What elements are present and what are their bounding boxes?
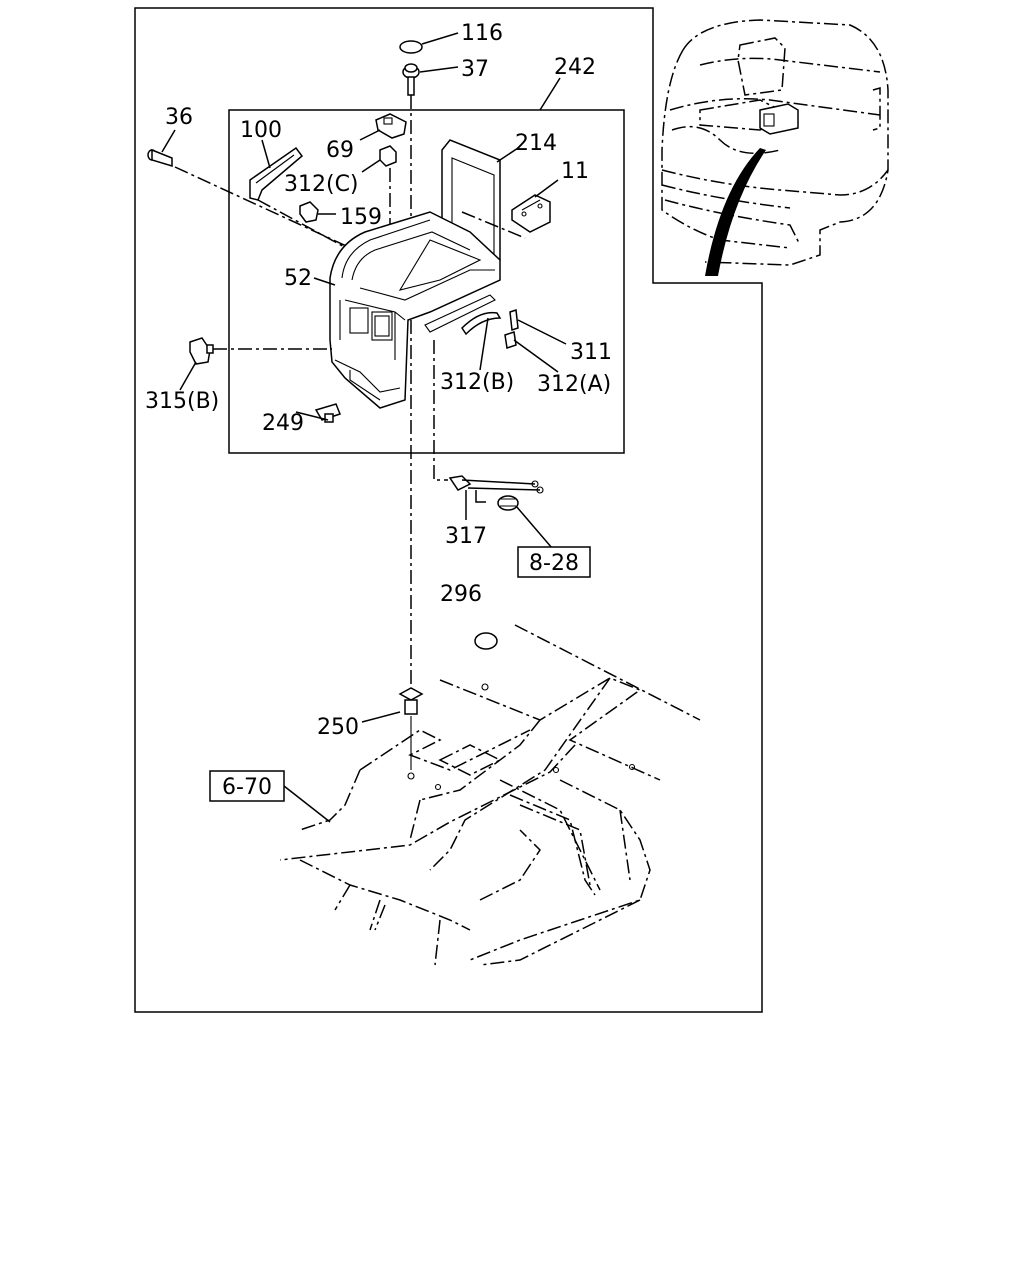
screw-37 [402,63,459,96]
label-159: 159 [340,205,382,230]
trim-100 [249,139,351,251]
label-250: 250 [317,715,359,740]
assembly-box-242 [228,109,625,454]
clip-312c [361,145,397,173]
cable-route [433,340,448,481]
ref-6-70-label: 6-70 [222,775,272,800]
label-52: 52 [284,266,312,291]
ref-box-6-70[interactable]: 6-70 [209,770,331,823]
pin-36 [147,129,356,251]
bracket-159 [299,201,336,223]
outer-frame [134,7,763,1013]
ref-8-28-label: 8-28 [529,551,579,576]
leader-242 [539,77,561,111]
fastener-250 [361,687,424,780]
handle-312b [461,311,502,371]
label-311: 311 [570,340,612,365]
label-312c: 312(C) [284,172,359,197]
label-11: 11 [561,159,589,184]
label-315b: 315(B) [145,389,219,414]
floor-panel [279,624,701,966]
label-69: 69 [326,138,354,163]
label-249: 249 [262,411,304,436]
label-37: 37 [461,57,489,82]
label-214: 214 [515,131,557,156]
label-296: 296 [440,582,482,607]
clip-69 [359,113,407,141]
label-116: 116 [461,21,503,46]
clip-249 [295,403,341,423]
vehicle-inset-view [661,19,889,276]
label-242: 242 [554,55,596,80]
console-52 [313,211,501,409]
ref-box-8-28[interactable]: 8-28 [517,546,591,578]
clip-312a [504,331,559,373]
label-312b: 312(B) [440,370,514,395]
cable-317 [448,475,553,549]
label-317: 317 [445,524,487,549]
clip-311 [509,308,567,345]
cap-116 [399,32,459,54]
label-312a: 312(A) [537,372,611,397]
grommet-296 [474,632,498,691]
plug-315b [179,337,332,391]
label-100: 100 [240,118,282,143]
bracket-11 [511,179,559,233]
label-36: 36 [165,105,193,130]
